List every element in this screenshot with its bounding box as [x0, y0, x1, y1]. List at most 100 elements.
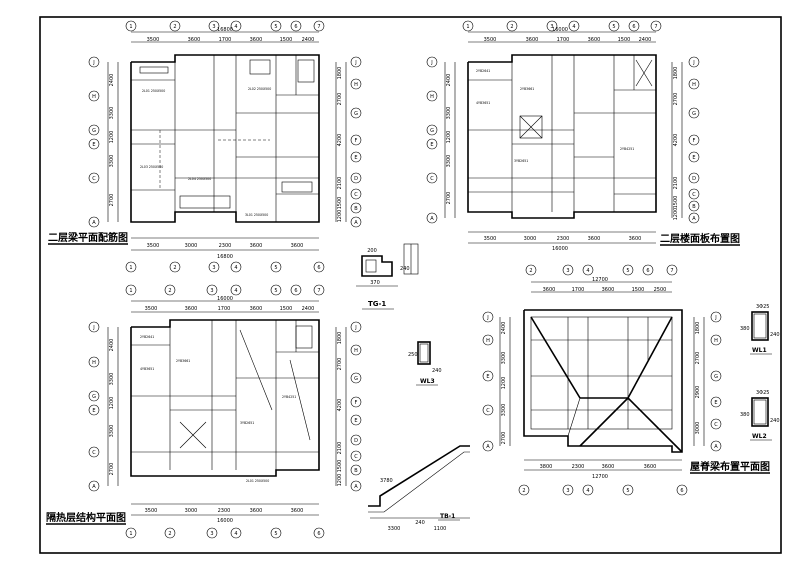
dim-left: 2700: [446, 192, 452, 205]
axis-label: G: [354, 376, 358, 382]
dim-top: 2400: [302, 37, 315, 43]
dim-bottom: 3600: [291, 243, 304, 249]
dim-left: 2700: [109, 194, 115, 207]
axis-label: 2: [522, 488, 525, 494]
axis-label: 2: [173, 24, 176, 30]
axis-label: 3: [212, 24, 215, 30]
axis-label: A: [714, 444, 718, 450]
dim-right: 1800: [695, 322, 701, 335]
axis-label: B: [354, 206, 358, 212]
axis-label: 3: [566, 488, 569, 494]
axis-label: E: [354, 418, 357, 424]
dim-bottom: 3000: [185, 243, 198, 249]
axis-label: 6: [294, 24, 297, 30]
detail-stair: 240 3300 1100 3780 TB-1: [368, 445, 470, 532]
beam-tag: 3L01 250X500: [245, 213, 268, 217]
roof-layout: [523, 309, 683, 453]
dim-top: 1500: [632, 287, 645, 293]
top-axis-bubbles: 1 2 3 4 5 6 7: [125, 20, 325, 32]
axis-label: J: [354, 325, 356, 331]
axis-label: 4: [586, 488, 589, 494]
dim-top: 3600: [188, 37, 201, 43]
axis-label: J: [714, 315, 716, 321]
dim-right: 4200: [337, 134, 343, 147]
slab-tag: 2YB2641: [476, 69, 490, 73]
axis-label: 6: [646, 268, 649, 274]
dim-left: 1200: [501, 377, 507, 390]
axis-label: E: [692, 155, 695, 161]
dim-detail: 3780: [380, 478, 393, 484]
axis-label: A: [430, 216, 434, 222]
axis-label: 5: [274, 288, 277, 294]
axis-label: 5: [626, 268, 629, 274]
dim-top: 2500: [654, 287, 667, 293]
plan-second-floor-slab: 1 2 3 4 5 6 7 16000 3500 3600 1700 3600 …: [426, 20, 740, 252]
axis-label: G: [92, 128, 96, 134]
dim-left: 3300: [109, 155, 115, 168]
dim-right: 1200: [673, 208, 679, 221]
dim-bottom: 3000: [185, 508, 198, 514]
dim-left: 2400: [109, 339, 115, 352]
plan-second-floor-beam: 1 2 3 4 5 6 7 16800 3500 3600 1700 3600 …: [48, 20, 362, 273]
dim-right: 1800: [673, 67, 679, 80]
axis-label: H: [486, 338, 490, 344]
dim-detail: 200: [367, 248, 377, 254]
axis-label: J: [486, 315, 488, 321]
axis-label: G: [714, 374, 718, 380]
axis-label: F: [355, 138, 358, 144]
axis-label: 4: [234, 531, 237, 537]
axis-label: H: [92, 360, 96, 366]
detail-tg1: 370 200 240 TG-1: [356, 243, 419, 310]
slab-tag: 2YB3661: [176, 359, 190, 363]
dim-left: 2700: [109, 463, 115, 476]
axis-label: D: [692, 176, 696, 182]
axis-label: C: [354, 192, 358, 198]
dim-detail: 380: [740, 326, 750, 332]
axis-label: 6: [680, 488, 683, 494]
axis-label: 3: [566, 268, 569, 274]
axis-label: C: [92, 450, 96, 456]
dim-right: 2700: [673, 93, 679, 106]
dim-top: 3500: [145, 306, 158, 312]
axis-label: 5: [612, 24, 615, 30]
dim-detail: 240: [415, 520, 425, 526]
dim-right: 1200: [337, 210, 343, 223]
beam-tag: 2L01 250X500: [246, 479, 269, 483]
axis-label: E: [92, 142, 95, 148]
axis-label: 3: [212, 265, 215, 271]
dim-left: 2400: [109, 74, 115, 87]
axis-label: 2: [529, 268, 532, 274]
detail-wl1: 3Φ25 380 240 WL1: [740, 304, 780, 355]
axis-label: 1: [129, 288, 132, 294]
axis-label: E: [430, 142, 433, 148]
dim-bottom: 3500: [147, 243, 160, 249]
axis-label: 3: [210, 531, 213, 537]
slab-tag: 2YB3661: [520, 87, 534, 91]
detail-label: TB-1: [440, 513, 455, 520]
dim-bottom: 2300: [219, 243, 232, 249]
plan-insulation-layer: 1 2 3 4 5 6 7 16000 3500 3600 1700 3600 …: [46, 284, 362, 539]
slab-tag: 2YB4251: [282, 395, 296, 399]
axis-label: E: [354, 155, 357, 161]
dim-right: 2700: [337, 93, 343, 106]
slab-tag: 4YB3651: [476, 101, 490, 105]
axis-label: 5: [626, 488, 629, 494]
dim-right: 2100: [673, 177, 679, 190]
axis-label: 5: [274, 24, 277, 30]
axis-label: A: [92, 220, 96, 226]
dim-right: 1800: [337, 332, 343, 345]
dim-left: 3300: [501, 352, 507, 365]
dim-top: 3600: [543, 287, 556, 293]
axis-label: D: [354, 176, 358, 182]
axis-label: 2: [173, 265, 176, 271]
axis-label: 1: [129, 265, 132, 271]
dim-right: 1500: [673, 196, 679, 209]
axis-label: E: [486, 374, 489, 380]
slab-tag: 3YB2651: [240, 421, 254, 425]
dim-left: 1200: [109, 131, 115, 144]
axis-label: H: [692, 82, 696, 88]
insulation-layout: [130, 319, 320, 477]
detail-label: WL1: [752, 347, 767, 354]
dim-total-top: 16000: [217, 296, 233, 302]
